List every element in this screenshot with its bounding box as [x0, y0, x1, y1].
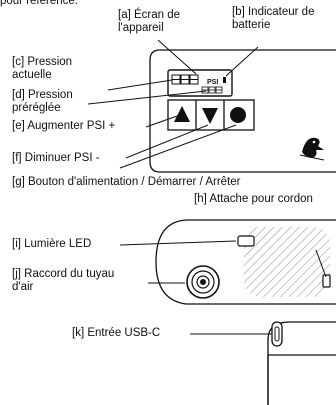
lanyard-attachment-icon [322, 274, 331, 288]
label-b-line2: batterie [232, 19, 271, 31]
label-c: [c] Pression actuelle [12, 56, 72, 82]
label-c-line2: actuelle [12, 69, 52, 81]
power-button [230, 107, 246, 123]
label-c-line1: [c] Pression [12, 56, 73, 68]
label-a-line2: l'appareil [118, 22, 164, 34]
led-light-icon [237, 235, 255, 247]
label-f: [f] Diminuer PSI - [12, 152, 100, 164]
bird-logo-icon [299, 137, 325, 161]
battery-indicator-icon [223, 77, 226, 83]
leader-d [87, 90, 207, 105]
grip-texture [244, 227, 330, 297]
label-j: [j] Raccord du tuyau d'air [12, 268, 114, 294]
psi-unit-label: PSI [207, 79, 218, 86]
device-end-body [267, 354, 336, 405]
label-d-line2: préréglée [12, 102, 61, 114]
label-h: [h] Attache pour cordon [194, 193, 313, 205]
leader-a [157, 39, 197, 75]
leader-g [119, 124, 237, 169]
preset-pressure-digits [201, 86, 223, 94]
label-e: [e] Augmenter PSI + [12, 120, 116, 132]
label-d-line1: [d] Pression [12, 89, 73, 101]
label-j-line1: [j] Raccord du tuyau [12, 268, 115, 280]
label-k: [k] Entrée USB-C [72, 327, 161, 339]
device-side-body [155, 219, 336, 305]
label-b-line1: [b] Indicateur de [232, 6, 315, 18]
leader-i [119, 240, 237, 246]
leader-f [125, 124, 209, 159]
current-pressure-digits [171, 74, 199, 85]
leader-c [107, 79, 173, 91]
air-hose-nozzle-icon [186, 265, 220, 299]
intro-text: pour référence. [0, 0, 78, 7]
label-a-line1: [a] Écran de [118, 9, 181, 21]
label-g: [g] Bouton d'alimentation / Démarrer / A… [12, 176, 241, 188]
device-front-body [149, 49, 336, 173]
leader-e [145, 114, 181, 128]
leader-h [315, 249, 327, 278]
increase-psi-button [174, 106, 190, 122]
leader-b [225, 46, 259, 77]
label-b: [b] Indicateur de batterie [232, 6, 314, 32]
label-i: [i] Lumière LED [12, 238, 92, 250]
label-d: [d] Pression préréglée [12, 89, 73, 115]
usb-c-port-icon [271, 321, 283, 347]
label-j-line2: d'air [12, 281, 34, 293]
decrease-psi-button [202, 108, 218, 124]
label-a: [a] Écran de l'appareil [118, 9, 180, 35]
